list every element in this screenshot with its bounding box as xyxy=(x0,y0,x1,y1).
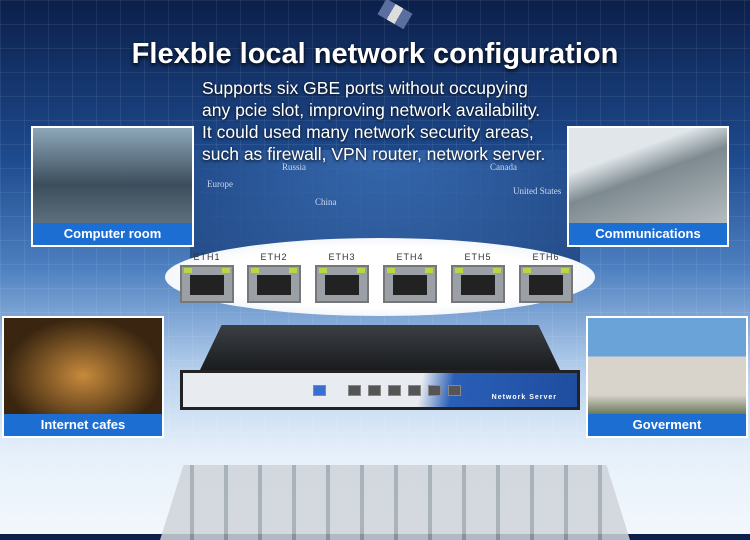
page-title: Flexble local network configuration xyxy=(131,38,619,70)
keyboard-image xyxy=(160,465,630,540)
map-label: Russia xyxy=(282,162,307,172)
port-label: ETH1 xyxy=(193,252,221,262)
device-front-panel: Network Server xyxy=(180,370,580,410)
description-line: such as firewall, VPN router, network se… xyxy=(202,144,546,164)
ethernet-port-icon xyxy=(180,265,234,303)
port-eth2: ETH2 xyxy=(246,252,302,303)
device-top xyxy=(200,325,560,370)
card-caption: Communications xyxy=(595,226,701,241)
card-caption: Internet cafes xyxy=(40,417,126,432)
ethernet-port-icon xyxy=(451,265,505,303)
port-label: ETH4 xyxy=(396,252,424,262)
ethernet-port-icon xyxy=(247,265,301,303)
port-eth4: ETH4 xyxy=(382,252,438,303)
port-label: ETH5 xyxy=(464,252,492,262)
card-caption: Goverment xyxy=(632,417,702,432)
network-server-device: Network Server xyxy=(180,325,580,410)
card-goverment: Goverment xyxy=(586,316,748,438)
ethernet-port-icon xyxy=(315,265,369,303)
port-eth3: ETH3 xyxy=(314,252,370,303)
port-label: ETH2 xyxy=(260,252,288,262)
port-label: ETH6 xyxy=(532,252,560,262)
map-label: Canada xyxy=(490,162,517,172)
card-communications: Communications xyxy=(567,126,729,247)
description-line: Supports six GBE ports without occupying xyxy=(202,78,528,98)
port-eth1: ETH1 xyxy=(179,252,235,303)
internet-cafe-photo xyxy=(4,318,162,414)
port-eth5: ETH5 xyxy=(450,252,506,303)
card-internet-cafes: Internet cafes xyxy=(2,316,164,438)
computer-room-photo xyxy=(33,128,192,223)
ethernet-port-icon xyxy=(519,265,573,303)
ethernet-port-icon xyxy=(383,265,437,303)
map-label: China xyxy=(315,197,337,207)
description-line: It could used many network security area… xyxy=(202,122,534,142)
device-label: Network Server xyxy=(491,394,557,401)
government-photo xyxy=(588,318,746,414)
map-label: United States xyxy=(513,186,562,196)
map-label: Europe xyxy=(207,179,233,189)
card-computer-room: Computer room xyxy=(31,126,194,247)
card-caption: Computer room xyxy=(63,226,162,241)
communications-photo xyxy=(569,128,727,223)
port-eth6: ETH6 xyxy=(518,252,574,303)
description: Supports six GBE ports without occupying… xyxy=(202,77,545,165)
description-line: any pcie slot, improving network availab… xyxy=(202,100,541,120)
port-label: ETH3 xyxy=(328,252,356,262)
